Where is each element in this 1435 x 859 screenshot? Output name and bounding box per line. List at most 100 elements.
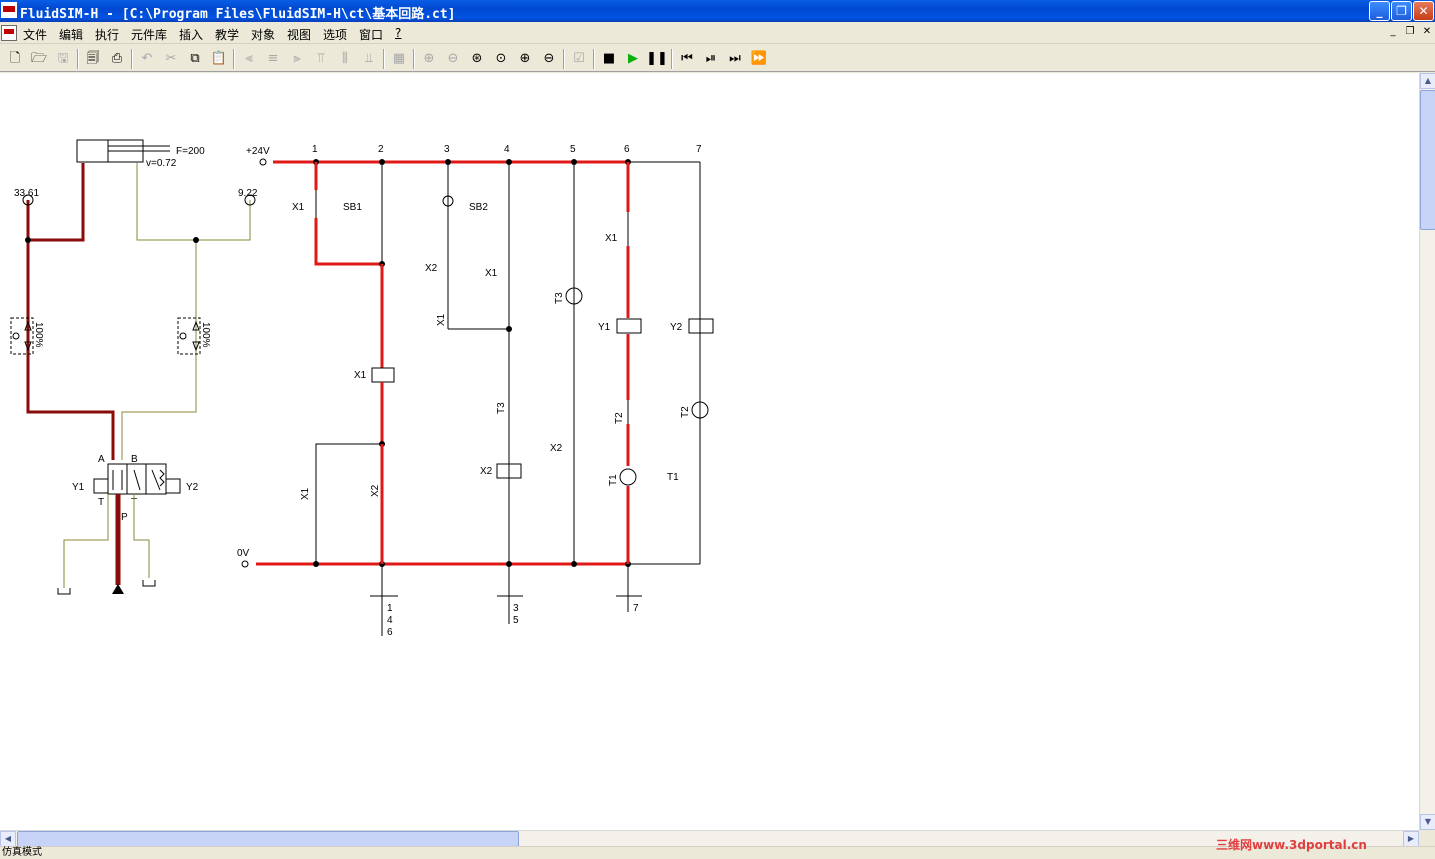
throttle-left-value: 100%: [33, 322, 44, 348]
align-left-icon[interactable]: ⫷: [245, 51, 253, 66]
solenoid-y2-label: Y2: [670, 322, 683, 333]
timer-coil-t1[interactable]: [619, 468, 637, 486]
copy-icon[interactable]: ⧉: [190, 51, 200, 66]
menu-options[interactable]: 选项: [323, 28, 348, 42]
contact-x1-rung3: X1: [436, 313, 447, 326]
menu-object[interactable]: 对象: [251, 28, 276, 42]
undo-icon[interactable]: ↶: [141, 51, 153, 66]
timer-coil-t3[interactable]: [565, 287, 583, 305]
mdi-close-button[interactable]: ✕: [1422, 26, 1432, 37]
grid-icon[interactable]: ▦: [392, 51, 406, 66]
solenoid-y1[interactable]: [616, 318, 642, 334]
align-bottom-icon[interactable]: ⫫: [365, 51, 373, 66]
pressure-gauge-left[interactable]: [22, 194, 34, 206]
valve-port-a: A: [98, 454, 105, 465]
timer-coil-t2[interactable]: [691, 401, 709, 419]
contact-table-t1: 7: [616, 564, 642, 614]
contact-table-x1: 1 4 6: [370, 564, 398, 638]
scroll-down-icon[interactable]: ▼: [1420, 814, 1435, 830]
gauge-right-value: 9.22: [238, 188, 258, 199]
contact-x1-rung1: X1: [292, 202, 305, 213]
relay-coil-x1[interactable]: [371, 367, 395, 383]
menu-help[interactable]: ?: [395, 26, 402, 40]
step-end-icon[interactable]: ⏭: [729, 51, 741, 66]
menu-window[interactable]: 窗口: [359, 28, 384, 42]
stop-icon[interactable]: ■: [602, 51, 616, 66]
check-icon[interactable]: ☑: [573, 51, 585, 66]
timer-t2-label: T2: [680, 406, 691, 418]
contact-table-row: 4: [387, 615, 393, 626]
scroll-left-icon[interactable]: ◀: [0, 831, 16, 847]
menu-bar: 文件 编辑 执行 元件库 插入 教学 对象 视图 选项 窗口 ? _ ❐ ✕: [0, 22, 1435, 44]
tank-icon: [57, 588, 71, 595]
save-icon[interactable]: 🖫: [57, 51, 69, 66]
cylinder-force: F=200: [176, 146, 205, 157]
toolbar-separator: [77, 49, 79, 69]
zoom-previous-icon[interactable]: ⊖: [447, 51, 459, 66]
directional-valve[interactable]: [93, 463, 181, 495]
menu-edit[interactable]: 编辑: [59, 28, 84, 42]
menu-library[interactable]: 元件库: [131, 28, 168, 42]
align-top-icon[interactable]: ⫪: [317, 51, 325, 66]
zoom-fit-icon[interactable]: ⊛: [471, 51, 483, 66]
menu-didactics[interactable]: 教学: [215, 28, 240, 42]
contact-table-row: 7: [633, 603, 639, 614]
zoom-actual-icon[interactable]: ⊕: [423, 51, 435, 66]
menu-view[interactable]: 视图: [287, 28, 312, 42]
circuit-canvas[interactable]: F=200 v=0.72 33.61 9.22 100% 100%: [0, 73, 1419, 830]
menu-execute[interactable]: 执行: [95, 28, 120, 42]
pressure-gauge-right[interactable]: [244, 194, 256, 206]
timer-t1-label: T1: [608, 474, 619, 486]
relay-coil-x2[interactable]: [496, 463, 522, 479]
contact-x2-rung2: X2: [370, 484, 381, 497]
cut-icon[interactable]: ✂: [165, 51, 177, 66]
toolbar-separator: [593, 49, 595, 69]
pump-icon[interactable]: [112, 584, 124, 594]
align-center-icon[interactable]: ≡: [267, 51, 279, 66]
solenoid-y1-label: Y1: [598, 322, 611, 333]
zoom-out-icon[interactable]: ⊖: [543, 51, 555, 66]
vertical-scrollbar[interactable]: ▲ ▼: [1419, 73, 1435, 830]
toolbar-separator: [563, 49, 565, 69]
fast-forward-icon[interactable]: ⏩: [750, 51, 768, 66]
minimize-button[interactable]: _: [1369, 1, 1390, 21]
mdi-minimize-button[interactable]: _: [1390, 26, 1396, 37]
align-middle-icon[interactable]: ⫼: [342, 51, 348, 66]
mdi-restore-button[interactable]: ❐: [1405, 26, 1415, 37]
paste-icon[interactable]: 📋: [210, 51, 228, 66]
timer-t3-label: T3: [554, 292, 565, 304]
document-icon[interactable]: [1, 25, 17, 41]
electrical-circuit: +24V 0V 1 2 3 4 5 6 7: [237, 144, 714, 638]
rewind-icon[interactable]: ⏮: [681, 51, 693, 66]
toolbar: 🗋 🗁 🖫 🗐 ⎙ ↶ ✂ ⧉ 📋 ⫷ ≡ ⫸ ⫪ ⫼ ⫫ ▦ ⊕ ⊖ ⊛ ⊙ …: [0, 45, 1435, 72]
zoom-in-icon[interactable]: ⊕: [519, 51, 531, 66]
solenoid-y2[interactable]: [688, 318, 714, 334]
relay-x1-label: X1: [354, 370, 367, 381]
restore-button[interactable]: ❐: [1391, 1, 1412, 21]
print-preview-icon[interactable]: 🗐: [86, 51, 100, 66]
toolbar-separator: [383, 49, 385, 69]
throttle-valve-left[interactable]: [10, 317, 34, 355]
vertical-scroll-thumb[interactable]: [1420, 90, 1435, 230]
throttle-valve-right[interactable]: [177, 317, 201, 355]
horizontal-scrollbar[interactable]: ◀ ▶: [0, 830, 1419, 847]
print-icon[interactable]: ⎙: [111, 51, 123, 66]
menu-file[interactable]: 文件: [23, 28, 48, 42]
horizontal-scroll-thumb[interactable]: [17, 831, 519, 847]
pause-icon[interactable]: ❚❚: [646, 51, 668, 66]
open-icon[interactable]: 🗁: [30, 51, 48, 66]
rung-number: 5: [570, 144, 576, 155]
app-icon[interactable]: [1, 2, 17, 18]
valve-solenoid-left: Y1: [72, 482, 85, 493]
align-right-icon[interactable]: ⫸: [293, 51, 301, 66]
close-button[interactable]: ✕: [1413, 1, 1434, 21]
step-icon[interactable]: ⏯: [705, 51, 717, 66]
new-icon[interactable]: 🗋: [9, 51, 21, 66]
supply-plus-label: +24V: [246, 146, 270, 157]
menu-insert[interactable]: 插入: [179, 28, 204, 42]
pushbutton-sb2: SB2: [469, 202, 488, 213]
scroll-right-icon[interactable]: ▶: [1403, 831, 1419, 847]
play-icon[interactable]: ▶: [628, 51, 638, 66]
zoom-window-icon[interactable]: ⊙: [495, 51, 507, 66]
scroll-up-icon[interactable]: ▲: [1420, 73, 1435, 89]
